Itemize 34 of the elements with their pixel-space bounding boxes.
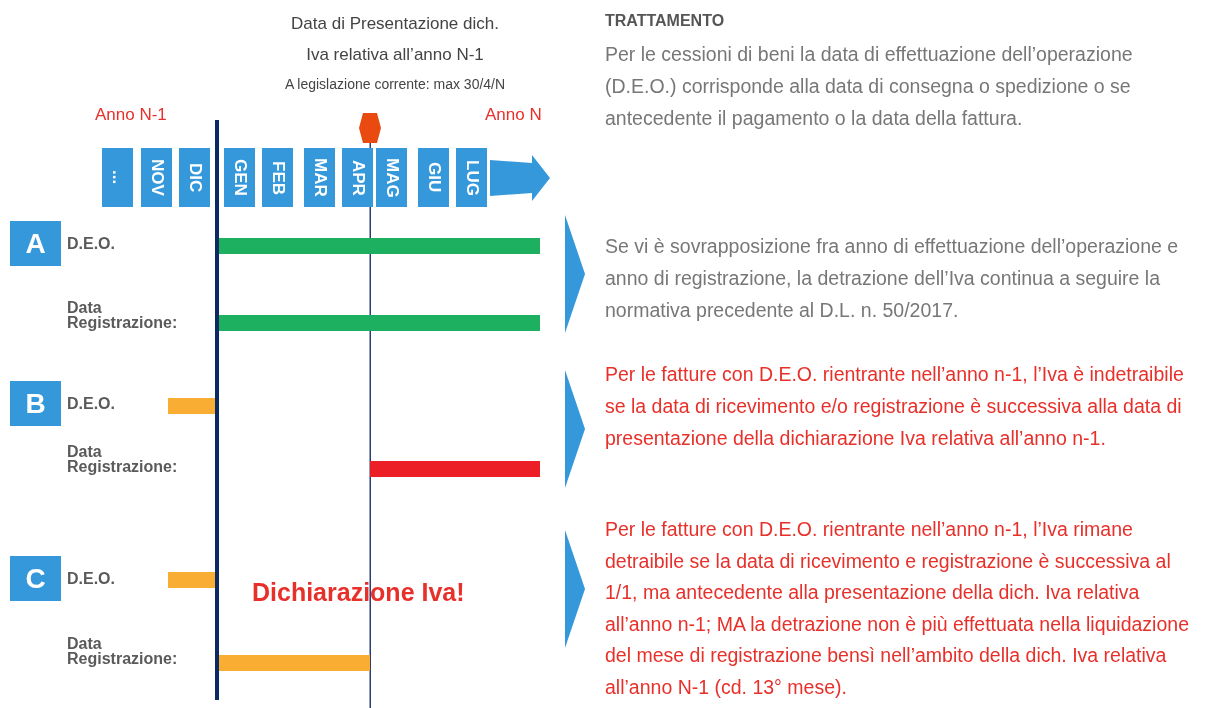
month-box: MAR: [304, 148, 335, 207]
paragraph: Per le fatture con D.E.O. rientrante nell’anno n-1, l’Iva è indetraibile se la data di ricevimento e/o registrazione è successiva alla data di presentazione della dichiarazione Iva relativa all’anno n-1.: [605, 362, 1185, 451]
bar: [168, 572, 215, 588]
bar: [219, 238, 540, 254]
month-box: GIU: [418, 148, 449, 207]
bar: [219, 315, 540, 331]
row-label: D.E.O.: [67, 569, 116, 589]
case-badge: C: [10, 556, 61, 601]
bar: [370, 461, 540, 477]
year-label: Anno N: [485, 104, 543, 126]
row-label: Data Registrazione:: [67, 300, 179, 330]
row-label: D.E.O.: [67, 394, 116, 414]
note-text: A legislazione corrente: max 30/4/N: [283, 75, 507, 94]
case-badge: B: [10, 381, 61, 426]
month-box: APR: [342, 148, 373, 207]
paragraph: Se vi è sovrapposizione fra anno di effettuazione dell’operazione e anno di registrazione, la detrazione dell’Iva continua a seguire la normativa precedente al D.L. n. 50/2017.: [605, 234, 1180, 323]
bar: [219, 655, 370, 671]
heading-text: Data di Presentazione dich. Iva relativa all’anno N-1: [290, 13, 500, 66]
month-box: FEB: [262, 148, 293, 207]
month-box: DIC: [179, 148, 210, 207]
case-badge: A: [10, 221, 61, 266]
month-box: ...: [102, 148, 133, 207]
bar: [168, 398, 215, 414]
month-box: GEN: [224, 148, 255, 207]
section-title: TRATTAMENTO: [605, 11, 726, 31]
row-label: Data Registrazione:: [67, 636, 179, 666]
month-box: MAG: [376, 148, 407, 207]
row-label: D.E.O.: [67, 234, 116, 254]
row-label: Data Registrazione:: [67, 444, 179, 474]
paragraph: Per le cessioni di beni la data di effettuazione dell’operazione (D.E.O.) corrisponde alla data di consegna o spedizione o se antecedente il pagamento o la data della fattura.: [605, 42, 1134, 131]
paragraph: Per le fatture con D.E.O. rientrante nell’anno n-1, l’Iva rimane detraibile se la data di ricevimento e registrazione è successiva al 1/1, ma antecedente alla presentazione della dich. Iva relativa all’anno n-1; MA la detrazione non è più effettuata nella liquidazione del mese di registrazione bensì nell’ambito della dich. Iva relativa all’anno N-1 (cd. 13° mese).: [605, 517, 1190, 700]
month-box: NOV: [141, 148, 172, 207]
month-box: LUG: [456, 148, 487, 207]
year-label: Anno N-1: [95, 104, 168, 126]
